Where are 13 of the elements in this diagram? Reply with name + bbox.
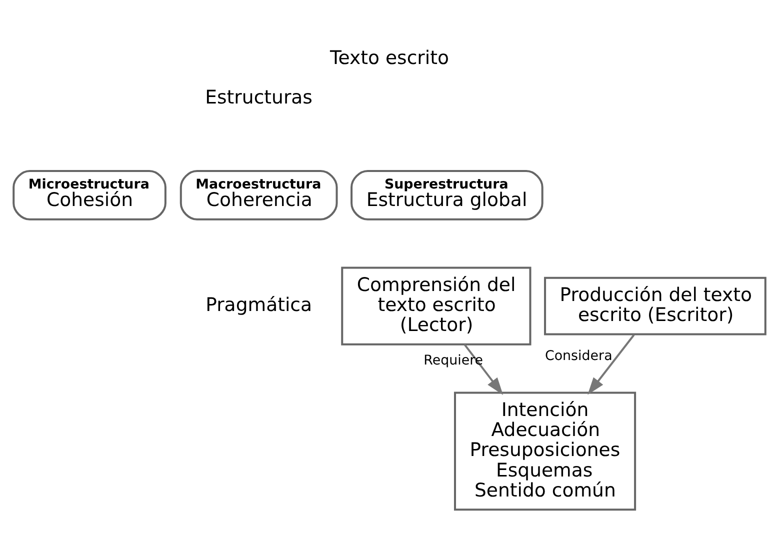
edge-label: Considera	[544, 348, 612, 364]
node-box: Comprensión del texto escrito (Lector)	[341, 266, 532, 346]
diagram-title: Texto escrito	[330, 48, 450, 69]
arrow	[464, 344, 504, 395]
node-box: Macroestructura Coherencia	[180, 170, 338, 220]
node-box: Microestructura Cohesión	[12, 170, 166, 220]
edge-label: Requiere	[424, 354, 484, 369]
label: Pragmática	[206, 295, 312, 316]
arrow	[588, 334, 635, 395]
node-box: Producción del texto escrito (Escritor)	[544, 276, 766, 336]
label: Estructuras	[205, 87, 312, 108]
node-box: Superestructura Estructura global	[350, 170, 544, 220]
node-box: Intención Adecuación Presuposiciones Esquemas Sentido común	[454, 392, 636, 511]
